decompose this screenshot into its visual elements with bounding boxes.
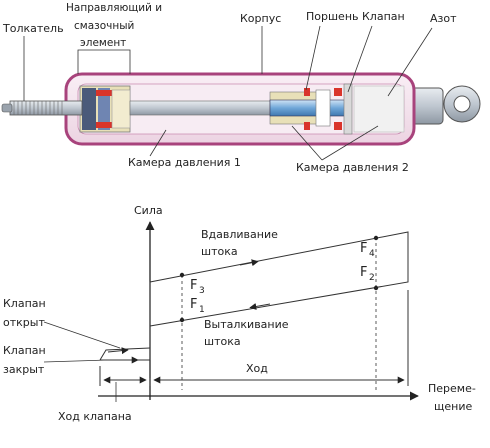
label-f3: F: [190, 278, 197, 293]
label-guide-3: элемент: [80, 37, 126, 49]
guide-element: [79, 85, 131, 133]
label-valve-stroke: Ход клапана: [58, 410, 132, 423]
force-graph: Сила F 3 F 1 F 4 F 2 Вдавливание: [3, 204, 476, 423]
label-f2-sub: 2: [369, 273, 375, 283]
nitrogen-chamber: [353, 85, 405, 133]
label-f1-sub: 1: [199, 305, 205, 315]
label-push-2: штока: [201, 245, 238, 258]
label-valve-closed-1: Клапан: [3, 344, 46, 357]
y-axis-label: Сила: [134, 204, 163, 217]
label-chamber-1: Камера давления 1: [128, 156, 241, 169]
label-displacement-1: Переме-: [428, 382, 476, 395]
label-chamber-2: Камера давления 2: [296, 161, 409, 174]
label-valve: Клапан: [362, 10, 405, 23]
label-f1: F: [190, 297, 197, 312]
label-push-1: Вдавливание: [201, 228, 278, 241]
label-f4-sub: 4: [369, 249, 375, 259]
mounting-eye: [404, 85, 481, 125]
label-nitrogen: Азот: [430, 12, 457, 25]
piston-rod: [129, 100, 279, 116]
hysteresis-loop: [149, 231, 409, 327]
gas-spring-section: [1, 72, 481, 146]
label-valve-open-1: Клапан: [3, 297, 46, 310]
label-pull-1: Выталкивание: [204, 318, 289, 331]
label-guide-1: Направляющий и: [66, 2, 162, 14]
label-f2: F: [360, 265, 367, 280]
label-housing: Корпус: [240, 12, 281, 25]
label-pull-2: штока: [204, 335, 241, 348]
label-pusher: Толкатель: [2, 22, 64, 35]
label-valve-open-2: открыт: [3, 316, 45, 329]
label-f3-sub: 3: [199, 286, 205, 296]
top-labels: Толкатель Направляющий и смазочный элеме…: [2, 2, 457, 174]
label-valve-closed-2: закрыт: [3, 363, 45, 376]
pusher-rod: [1, 100, 83, 116]
label-piston: Поршень: [306, 10, 359, 23]
label-f4: F: [360, 241, 367, 256]
label-stroke: Ход: [246, 362, 268, 375]
piston-assembly: [269, 83, 353, 135]
label-displacement-2: щение: [434, 400, 472, 413]
label-guide-2: смазочный: [74, 20, 134, 32]
